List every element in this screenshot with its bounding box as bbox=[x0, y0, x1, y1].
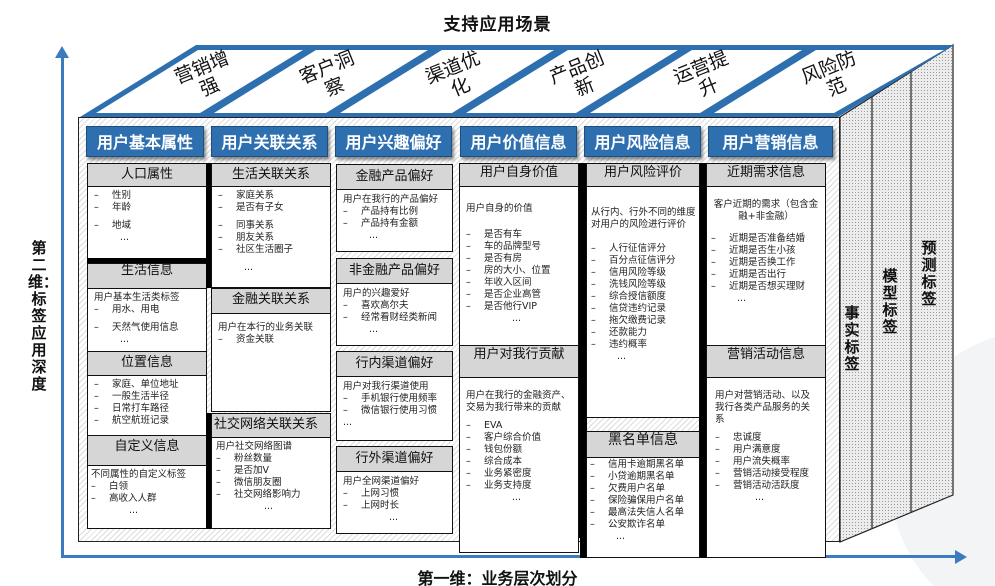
box-location: 位置信息 家庭、单位地址 一般生活半径 日常打车路径 航空航班记录 bbox=[87, 351, 207, 436]
box-life-relations: 生活关联关系 家庭关系 是否有子女 同事关系 朋友关系 社区生活圈子 ... bbox=[211, 163, 331, 288]
box-financial-relations: 金融关联关系 用户在本行的业务关联 资金关联 bbox=[211, 288, 331, 412]
category-risk: 用户风险信息 bbox=[584, 126, 701, 157]
box-demographics: 人口属性 性别 年龄 地域 ... bbox=[87, 163, 207, 263]
box-external-channel-pref: 行外渠道偏好 用户全网渠道偏好 上网习惯 上网时长 ... bbox=[336, 446, 453, 534]
box-contribution: 用户对我行贡献 用户在我行的金融资产、交易为我行带来的贡献 EVA 客户综合价值… bbox=[459, 345, 579, 553]
page-title: 支持应用场景 bbox=[443, 15, 552, 35]
depth-layer-model: 模型标签 bbox=[882, 267, 898, 336]
box-nonfinancial-product-pref: 非金融产品偏好 用户的兴趣爱好 喜欢高尔夫 经常看财经类新闻 ... bbox=[336, 258, 453, 346]
x-axis-label: 第一维：业务层次划分 bbox=[417, 569, 578, 586]
category-value: 用户价值信息 bbox=[460, 126, 577, 157]
y-axis-arrow-icon bbox=[55, 46, 69, 58]
category-marketing: 用户营销信息 bbox=[708, 126, 833, 157]
x-axis-arrow-icon bbox=[955, 550, 967, 564]
box-social-relations: 社交网络关联关系 用户社交网络图谱 粉丝数量 是否加V 微信朋友圈 社交网络影响… bbox=[211, 413, 331, 529]
y-axis-line bbox=[61, 52, 64, 557]
category-relations: 用户关联关系 bbox=[211, 126, 328, 157]
box-life-info: 生活信息 用户基本生活类标签 用水、用电 天然气使用信息 ... bbox=[87, 263, 207, 353]
depth-layer-predict: 预测标签 bbox=[921, 239, 937, 308]
x-axis-line bbox=[61, 555, 961, 558]
box-financial-product-pref: 金融产品偏好 用户在我行的产品偏好 产品持有比例 产品持有金额 ... bbox=[336, 164, 453, 252]
box-inbank-channel-pref: 行内渠道偏好 用户对我行渠道使用 手机银行使用频率 微信银行使用习惯 ... bbox=[336, 351, 453, 441]
box-recent-needs: 近期需求信息 客户近期的需求（包含金融+非金融） 近期是否准备结婚 近期是否生小… bbox=[706, 163, 826, 343]
scenario-roof: 营销增强 客户洞察 渠道优化 产品创新 运营提升 风险防范 bbox=[78, 43, 958, 119]
category-basic-attributes: 用户基本属性 bbox=[86, 126, 204, 157]
depth-layer-fact: 事实标签 bbox=[844, 304, 860, 373]
category-interest: 用户兴趣偏好 bbox=[335, 126, 452, 157]
box-marketing-activity: 营销活动信息 用户对营销活动、以及我行各类产品服务的关系 忠诚度 用户满意度 用… bbox=[706, 345, 826, 558]
box-self-value: 用户自身价值 用户自身的价值 是否有车 车的品牌型号 是否有房 房的大小、位置 … bbox=[459, 163, 579, 343]
box-risk-evaluation: 用户风险评价 从行内、行外不同的维度对用户的风险进行评价 人行征信评分 百分点征… bbox=[586, 163, 700, 418]
box-custom-info: 自定义信息 不同属性的自定义标签 白领 高收入人群 ... bbox=[87, 435, 207, 529]
box-blacklist: 黑名单信息 信用卡逾期黑名单 小贷逾期黑名单 欠费用户名单 保险骗保用户名单 最… bbox=[586, 431, 700, 558]
